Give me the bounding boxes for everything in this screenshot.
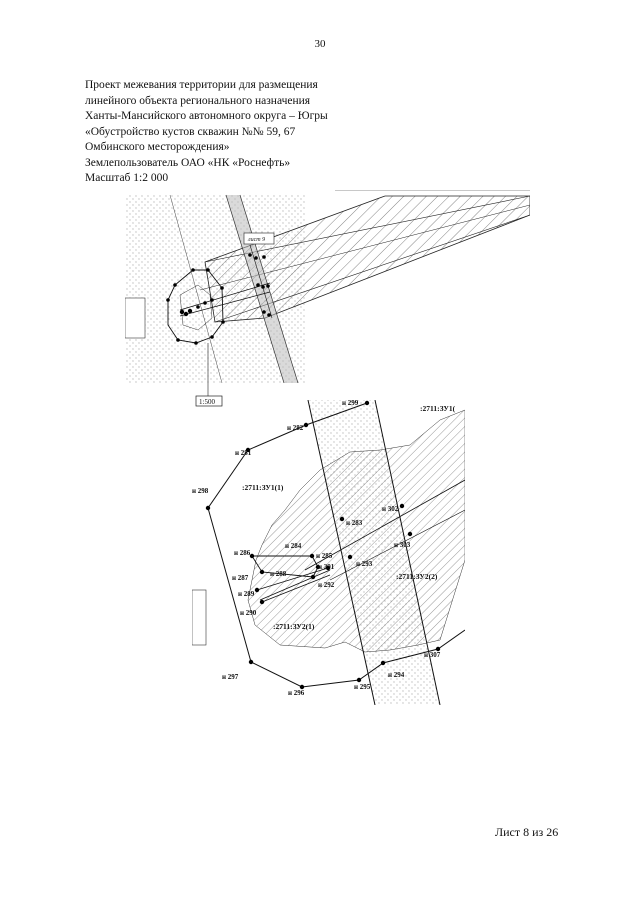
- sheet-footer: Лист 8 из 26: [495, 825, 559, 839]
- point-label-289: н 289: [238, 590, 255, 598]
- parcel-label-zu2-2: :2711:ЗУ2(2): [396, 572, 438, 581]
- point-label-291: н 291: [318, 563, 335, 571]
- title-line-6: Землепользователь ОАО «НК «Роснефть»: [85, 156, 291, 169]
- point-label-299: н 299: [342, 399, 359, 407]
- point-label-288: н 288: [270, 570, 287, 578]
- point-label-290: н 290: [240, 609, 257, 617]
- point-label-307: н 307: [424, 651, 441, 659]
- title-line-5: Омбинского месторождения»: [85, 141, 230, 153]
- sheet-label: лист 9: [247, 237, 265, 243]
- detail-map: :2711:ЗУ1(1) :2711:ЗУ1( :2711:ЗУ2(1) :27…: [192, 399, 465, 705]
- point-label-295: н 295: [354, 683, 371, 691]
- detail-points: [205, 400, 441, 690]
- point-label-297: н 297: [222, 673, 239, 681]
- title-line-2: линейного объекта регионального назначен…: [85, 94, 311, 107]
- point-label-293: н 293: [356, 560, 373, 568]
- point-label-283: н 283: [346, 519, 363, 527]
- page-number: 30: [314, 38, 326, 50]
- overview-map: линия совмещения с листом 9 лист 9: [125, 184, 530, 383]
- title-line-4: «Обустройство кустов скважин №№ 59, 67: [85, 125, 296, 138]
- point-label-303: н 303: [394, 541, 411, 549]
- parcel-label-zu1: :2711:ЗУ1(1): [242, 483, 284, 492]
- point-label-292: н 292: [318, 581, 335, 589]
- point-label-281: н 281: [235, 449, 252, 457]
- title-line-1: Проект межевания территории для размещен…: [85, 79, 318, 91]
- scale-box-label: 1:500: [199, 398, 215, 406]
- point-label-302: н 302: [382, 505, 399, 513]
- scale-line: Масштаб 1:2 000: [85, 172, 169, 184]
- detail-hatched-area: [247, 409, 465, 653]
- point-label-285: н 285: [316, 552, 333, 560]
- point-label-296: н 296: [288, 689, 305, 697]
- parcel-label-zu2-1: :2711:ЗУ2(1): [273, 622, 315, 631]
- combination-line-label: линия совмещения с листом 9: [394, 184, 471, 190]
- title-block: Проект межевания территории для размещен…: [85, 78, 415, 187]
- point-label-298: н 298: [192, 487, 209, 495]
- point-label-284: н 284: [285, 542, 302, 550]
- point-label-294: н 294: [388, 671, 405, 679]
- scale-box: [195, 395, 223, 407]
- sheet-label-box: [243, 232, 275, 245]
- point-label-287: н 287: [232, 574, 249, 582]
- title-line-3: Ханты-Мансийского автономного округа – Ю…: [85, 110, 328, 122]
- point-label-282: н 282: [287, 424, 304, 432]
- parcel-label-zu1-top: :2711:ЗУ1(: [420, 404, 456, 413]
- overview-building: [125, 297, 146, 339]
- point-label-286: н 286: [234, 549, 251, 557]
- overview-points: [166, 253, 271, 345]
- detail-building: [192, 589, 207, 646]
